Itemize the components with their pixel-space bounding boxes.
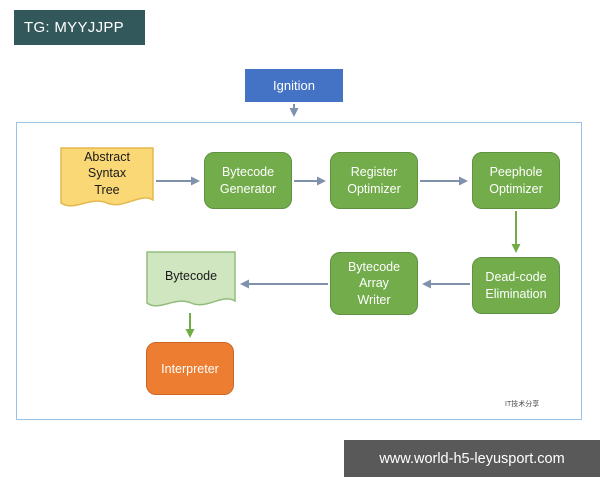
node-bytecode-generator: Bytecode Generator — [204, 152, 292, 209]
node-dead-code-elimination: Dead-code Elimination — [472, 257, 560, 314]
node-dead-code-elimination-label: Dead-code Elimination — [485, 270, 547, 301]
node-peephole-optimizer: Peephole Optimizer — [472, 152, 560, 209]
node-bytecode-array-writer: Bytecode Array Writer — [330, 252, 418, 315]
node-register-optimizer: Register Optimizer — [330, 152, 418, 209]
node-bytecode-generator-label: Bytecode Generator — [219, 165, 277, 196]
node-interpreter-label: Interpreter — [161, 361, 219, 376]
document-shape — [60, 147, 154, 207]
node-abstract-syntax-tree-label: Abstract Syntax Tree — [84, 150, 130, 197]
watermark-text: IT技术分享 — [505, 401, 540, 408]
tg-badge: TG: MYYJJPP — [14, 10, 145, 45]
node-bytecode-array-writer-label: Bytecode Array Writer — [347, 260, 401, 307]
document-shape — [146, 251, 236, 307]
footer-url-bar: www.world-h5-leyusport.com — [344, 440, 600, 477]
node-interpreter: Interpreter — [146, 342, 234, 395]
node-bytecode-label: Bytecode — [164, 268, 218, 283]
node-ignition: Ignition — [245, 69, 343, 102]
node-abstract-syntax-tree: Abstract Syntax Tree — [60, 147, 154, 213]
footer-url: www.world-h5-leyusport.com — [379, 450, 565, 467]
node-bytecode: Bytecode — [146, 251, 236, 313]
node-register-optimizer-label: Register Optimizer — [347, 165, 401, 196]
node-peephole-optimizer-label: Peephole Optimizer — [489, 165, 543, 196]
tg-badge-label: TG: MYYJJPP — [24, 19, 124, 36]
node-ignition-label: Ignition — [273, 78, 315, 93]
